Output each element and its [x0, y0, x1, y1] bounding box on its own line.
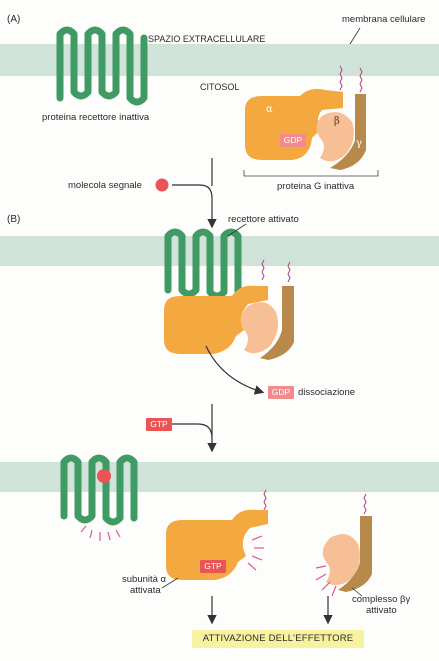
gtp-badge-b: GTP: [146, 418, 172, 431]
ligand-bound-mark: [196, 230, 210, 234]
lipid-anchor-gamma-c: [363, 493, 367, 515]
gamma-symbol: γ: [356, 138, 362, 149]
inactive-receptor-label: proteina recettore inattiva: [42, 112, 150, 123]
dissociation-label: dissociazione: [298, 387, 356, 398]
panel-a-letter: (A): [7, 14, 21, 25]
alpha-subunit-a: [245, 88, 343, 160]
inactive-receptor-shape: [56, 26, 148, 106]
beta-symbol: β: [334, 116, 340, 127]
membrane-band-a: [0, 44, 439, 76]
membrane-band-b: [0, 236, 439, 266]
beta-subunit-c: [322, 534, 360, 586]
alpha-subunit-b: [164, 285, 268, 354]
activated-receptor-pointer: [227, 223, 247, 237]
lipid-anchor-alpha-a: [339, 65, 343, 91]
activated-bg-label-1: complesso βγ: [352, 594, 411, 605]
membrane-pointer: [349, 27, 361, 45]
gdp-badge-a: GDP: [280, 134, 306, 147]
effector-activation-banner: ATTIVAZIONE DELL'EFFETTORE: [192, 630, 364, 648]
lipid-anchor-alpha-b: [261, 259, 265, 281]
beta-subunit-a: [316, 112, 354, 162]
gamma-subunit-c: [338, 516, 372, 592]
alpha-symbol: α: [266, 104, 273, 115]
g-protein-bound: [164, 285, 294, 360]
activated-alpha-label-1: subunità α: [122, 574, 167, 585]
lipid-anchor-alpha-c: [263, 489, 267, 511]
signal-molecule-circle: [155, 178, 169, 192]
alpha-activation-marks: [247, 535, 264, 571]
receptor-activation-marks: [80, 525, 121, 541]
receptor-c-shape: [60, 454, 138, 526]
inactive-g-protein-label: proteina G inattiva: [277, 181, 355, 192]
membrane-label: membrana cellulare: [342, 14, 426, 25]
activated-alpha-subunit: [166, 509, 268, 580]
lipid-anchor-gamma-b: [287, 261, 291, 283]
activated-alpha-label-2: attivata: [130, 585, 161, 596]
activated-receptor-label: recettore attivato: [228, 214, 299, 225]
bound-signal-molecule: [97, 469, 111, 483]
beta-gamma-activation-marks: [315, 565, 337, 597]
gamma-subunit-a: [330, 94, 366, 170]
gdp-release-arrow: [205, 345, 265, 395]
g-protein-inactive: [245, 88, 366, 170]
gdp-badge-b: GDP: [268, 386, 294, 399]
gamma-subunit-b: [260, 286, 294, 360]
cytosol-label: CITOSOL: [200, 82, 240, 92]
extracellular-space-label: SPAZIO EXTRACELLULARE: [148, 34, 266, 44]
signal-molecule-label: molecola segnale: [68, 180, 142, 191]
panel-b-letter: (B): [7, 214, 21, 225]
beta-subunit-b: [240, 302, 278, 354]
beta-gamma-label-pointer: [351, 587, 363, 597]
gtp-badge-c: GTP: [200, 560, 226, 573]
lipid-anchor-gamma-a: [359, 67, 363, 93]
activated-bg-label-2: attivato: [366, 605, 397, 616]
g-protein-bracket: [243, 170, 379, 177]
membrane-band-c: [0, 462, 439, 492]
alpha-label-pointer: [161, 577, 179, 589]
gtp-arrow: [172, 423, 213, 439]
signal-arrow: [172, 184, 217, 229]
